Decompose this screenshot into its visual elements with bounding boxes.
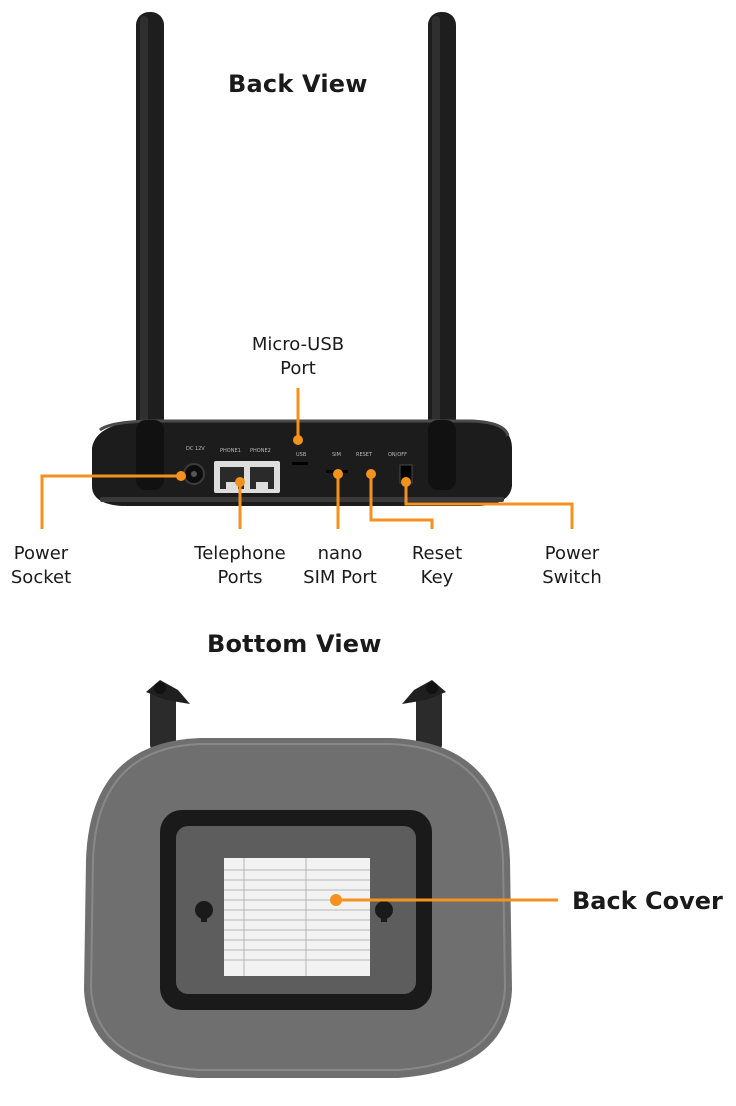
reset-key-label: Reset Key bbox=[398, 542, 476, 590]
back-cover-label: Back Cover bbox=[572, 887, 723, 915]
callout-power-socket bbox=[40, 474, 181, 529]
callout-power-switch bbox=[404, 482, 574, 529]
label-line: Key bbox=[420, 567, 454, 588]
label-line: Reset bbox=[411, 543, 463, 564]
power-switch-label: Power Switch bbox=[530, 542, 614, 590]
label-line: Power bbox=[544, 543, 600, 564]
power-socket-label: Power Socket bbox=[0, 542, 82, 590]
callout-reset bbox=[369, 474, 434, 529]
device-label-sticker bbox=[224, 858, 370, 976]
bottom-view-title: Bottom View bbox=[207, 630, 382, 658]
label-line: Micro-USB bbox=[251, 334, 345, 355]
router-back-view: DC 12V PHONE1 PHONE2 USB SIM RESET ON/OF… bbox=[40, 12, 574, 529]
back-view-callouts bbox=[40, 388, 574, 529]
marking-phone1: PHONE1 bbox=[220, 448, 241, 454]
left-antenna-top bbox=[146, 680, 190, 750]
marking-power: DC 12V bbox=[186, 446, 205, 452]
label-line: Switch bbox=[542, 567, 602, 588]
label-line: Port bbox=[280, 358, 316, 379]
micro-usb-port-label: Micro-USB Port bbox=[238, 333, 358, 381]
marking-usb: USB bbox=[296, 452, 307, 458]
label-line: Power bbox=[13, 543, 69, 564]
label-line: nano bbox=[317, 543, 363, 564]
marking-reset: RESET bbox=[356, 452, 373, 458]
nano-sim-port-label: nano SIM Port bbox=[294, 542, 386, 590]
marking-phone2: PHONE2 bbox=[250, 448, 271, 454]
marking-sim: SIM bbox=[332, 452, 341, 458]
label-line: Socket bbox=[10, 567, 72, 588]
right-antenna-top bbox=[402, 680, 446, 750]
label-line: Telephone bbox=[194, 543, 286, 564]
back-view-title: Back View bbox=[228, 70, 368, 98]
label-line: SIM Port bbox=[303, 567, 377, 588]
marking-switch: ON/OFF bbox=[388, 452, 407, 458]
micro-usb-slot bbox=[292, 462, 308, 465]
router-bottom-view bbox=[84, 680, 558, 1078]
label-line: Ports bbox=[217, 567, 263, 588]
telephone-ports-label: Telephone Ports bbox=[184, 542, 296, 590]
